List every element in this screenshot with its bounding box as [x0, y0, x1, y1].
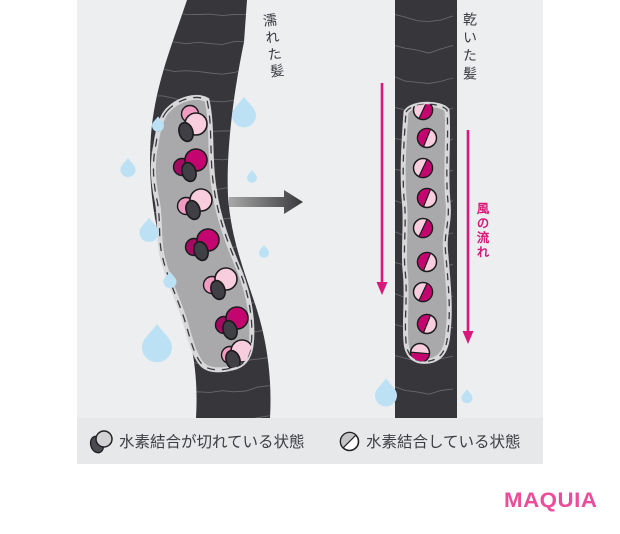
wind-flow-label: 風の流れ: [474, 202, 489, 260]
wind-arrow: [462, 130, 474, 344]
water-droplet: [232, 96, 256, 128]
broken-bond-bead: [214, 306, 249, 341]
cuticle-line: [395, 76, 454, 84]
water-droplet: [375, 378, 397, 407]
legend-bonded-label: 水素結合している状態: [366, 434, 521, 451]
bonded-bead: [412, 157, 434, 179]
bonded-bead: [416, 187, 438, 209]
water-droplet: [247, 170, 257, 183]
wind-arrow: [376, 83, 388, 295]
broken-bond-bead: [176, 188, 213, 221]
bonded-icon: [339, 431, 360, 451]
wind-flow-arrows-group: [376, 83, 474, 344]
broken-bond-bead: [184, 228, 220, 262]
cuticle-line: [395, 44, 454, 54]
broken-bond-bead: [172, 148, 208, 183]
legend-broken-bond-label: 水素結合が切れている状態: [119, 434, 305, 451]
broken-bond-bead: [178, 104, 208, 143]
bonded-bead: [412, 281, 434, 303]
water-droplet: [142, 324, 172, 363]
water-droplet: [259, 245, 269, 258]
bonded-bead: [416, 313, 438, 335]
water-droplet: [152, 116, 164, 132]
water-droplets-group: [120, 96, 473, 407]
bonded-bead: [416, 251, 438, 273]
water-droplet: [163, 271, 177, 289]
legend-bonded: 水素結合している状態: [338, 427, 521, 455]
bonded-hydrogen-bonds-group: [409, 104, 438, 362]
maquia-logo: MAQUIA: [504, 489, 598, 512]
bonded-bead: [412, 217, 434, 239]
water-droplet: [139, 217, 159, 243]
bonded-bead: [416, 127, 438, 149]
broken-bond-icon: [89, 429, 113, 453]
bonded-bead: [412, 104, 434, 121]
legend-band: [77, 418, 543, 464]
cuticle-line: [395, 14, 454, 23]
dry-hair-label: 乾いた髪: [462, 12, 478, 84]
water-droplet: [461, 389, 473, 404]
legend-broken-bond: 水素結合が切れている状態: [88, 427, 305, 455]
transition-arrow: [229, 190, 303, 214]
cuticle-line: [395, 386, 454, 395]
water-droplet: [120, 158, 136, 178]
broken-bond-bead: [202, 267, 238, 301]
